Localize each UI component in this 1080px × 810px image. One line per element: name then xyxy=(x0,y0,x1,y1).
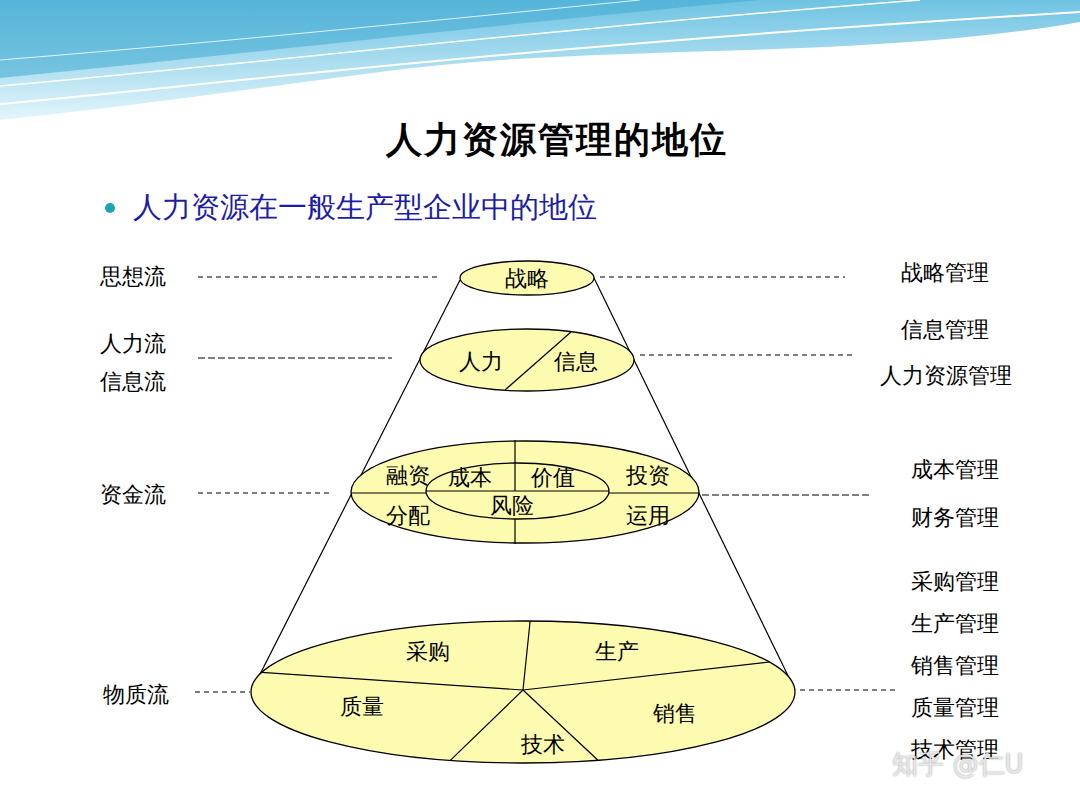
cost-value-risk-ellipse: 成本 价值风险 xyxy=(425,462,610,520)
leader-line xyxy=(800,690,895,691)
ellipse-outline xyxy=(419,328,635,392)
sector-label: 成本 xyxy=(448,465,492,490)
slide-title: 人力资源管理的地位 xyxy=(386,119,728,160)
finance-ellipse: 融资分配 投资运用 成本 价值风险 xyxy=(350,440,700,544)
sector-label: 价值 xyxy=(531,465,575,490)
sector-label: 质量 xyxy=(340,694,384,719)
bullet-subtitle: 人力资源在一般生产型企业中的地位 xyxy=(133,191,597,224)
header-wave xyxy=(0,0,1080,120)
ellipse-shape xyxy=(460,261,594,295)
leader-line xyxy=(600,277,845,278)
management-label: 生产管理 xyxy=(911,611,999,636)
ellipse-shape xyxy=(351,441,699,543)
sector-label: 人力 xyxy=(459,349,503,374)
sector-label: 销售 xyxy=(653,701,697,726)
leader-line xyxy=(198,357,392,358)
ellipse-shape xyxy=(251,621,795,763)
sector-divider xyxy=(426,490,609,491)
management-label: 质量管理 xyxy=(911,695,999,720)
sector-divider xyxy=(514,462,515,491)
material-flow-ellipse: 采购 生产质量 销售技术 xyxy=(250,620,796,764)
sector-label: 技术 xyxy=(521,732,565,757)
sector-label: 战略 xyxy=(505,266,549,291)
sector-divider xyxy=(450,690,523,760)
bullet-dot xyxy=(105,203,115,213)
sector-divider xyxy=(523,662,770,690)
management-label: 信息管理 xyxy=(901,317,989,342)
flow-label: 人力流 xyxy=(100,331,166,356)
management-label: 战略管理 xyxy=(901,260,989,285)
management-label: 人力资源管理 xyxy=(880,363,1012,388)
management-label: 销售管理 xyxy=(911,653,999,678)
management-label: 财务管理 xyxy=(911,505,999,530)
watermark: 知乎 @仁U xyxy=(892,750,1023,780)
sector-label: 投资 xyxy=(626,463,670,488)
flow-label: 资金流 xyxy=(100,482,166,507)
sector-divider xyxy=(262,672,523,690)
sector-label: 融资 xyxy=(386,463,430,488)
leader-line xyxy=(198,493,330,494)
leader-line xyxy=(198,277,440,278)
leader-line xyxy=(640,355,855,356)
flow-label: 物质流 xyxy=(103,682,169,707)
sector-label: 风险 xyxy=(490,493,534,518)
header-wave-line xyxy=(0,0,920,86)
sector-label: 生产 xyxy=(595,639,639,664)
management-label: 成本管理 xyxy=(911,457,999,482)
flow-label: 信息流 xyxy=(100,369,166,394)
strategy-ellipse: 战略 xyxy=(459,260,595,296)
header-wave-line xyxy=(0,12,1080,104)
leader-line xyxy=(702,494,870,495)
management-label: 采购管理 xyxy=(911,569,999,594)
header-wave-line xyxy=(0,0,640,60)
people-info-ellipse: 人力 信息 xyxy=(419,328,635,392)
sector-label: 采购 xyxy=(406,639,450,664)
ellipse-shape xyxy=(426,463,609,519)
sector-label: 信息 xyxy=(554,349,598,374)
ellipse-shape xyxy=(420,329,634,391)
sector-label: 分配 xyxy=(386,503,430,528)
sector-divider xyxy=(523,621,530,690)
flow-label: 思想流 xyxy=(100,264,166,289)
leader-line xyxy=(195,692,250,693)
sector-label: 运用 xyxy=(626,503,670,528)
